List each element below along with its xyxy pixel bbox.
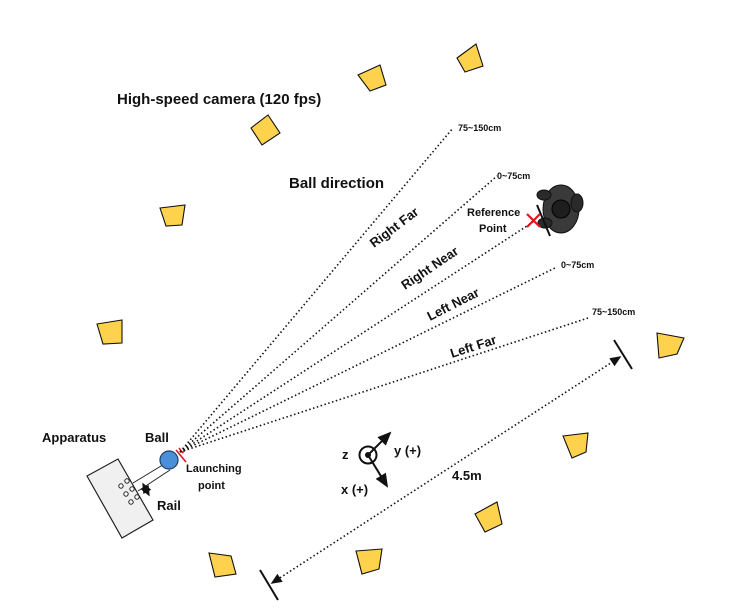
reference-point-label: Reference Point xyxy=(467,207,523,235)
ball-label: Ball xyxy=(145,430,169,445)
rail-hole xyxy=(129,486,135,492)
camera-icon xyxy=(456,43,484,73)
range-label-right-far: 75~150cm xyxy=(458,123,501,133)
camera-icon xyxy=(96,319,123,345)
camera-icon xyxy=(474,501,503,533)
rail-hole xyxy=(128,499,134,505)
camera-icon xyxy=(208,552,237,578)
rail-track xyxy=(137,469,171,492)
ray-left-far xyxy=(179,317,589,453)
reference-point-marker xyxy=(526,213,541,228)
apparatus-label: Apparatus xyxy=(42,430,106,445)
person-icon xyxy=(536,184,584,234)
camera-icon xyxy=(250,114,281,146)
rail-label: Rail xyxy=(157,498,181,513)
axes-icon xyxy=(358,431,392,488)
launching-point-label: Launching point xyxy=(186,463,245,492)
ray-left-near xyxy=(179,266,558,453)
camera-icon xyxy=(159,204,186,227)
camera-icon xyxy=(357,64,387,92)
axis-y-label: y (+) xyxy=(394,443,421,458)
reference-bar xyxy=(536,204,551,237)
range-label-right-near: 0~75cm xyxy=(497,171,530,181)
axis-x-label: x (+) xyxy=(341,482,368,497)
rail-arrow xyxy=(140,482,152,497)
ball-icon xyxy=(159,450,179,470)
distance-indicator xyxy=(259,339,633,601)
rail-hole xyxy=(123,491,129,497)
ball-direction-label: Ball direction xyxy=(289,175,384,192)
camera-icon xyxy=(562,432,589,459)
direction-label-right-near: Right Near xyxy=(398,243,461,292)
direction-label-right-far: Right Far xyxy=(367,204,422,250)
direction-rays xyxy=(179,127,589,453)
range-label-left-near: 0~75cm xyxy=(561,260,594,270)
apparatus xyxy=(86,458,171,539)
camera-icon xyxy=(355,548,383,575)
camera-label: High-speed camera (120 fps) xyxy=(117,91,321,108)
range-label-left-far: 75~150cm xyxy=(592,307,635,317)
rail-hole xyxy=(124,478,130,484)
axis-z-label: z xyxy=(342,447,349,462)
rail-hole xyxy=(134,494,140,500)
rail-hole xyxy=(118,483,124,489)
distance-label: 4.5m xyxy=(452,468,482,483)
rail-track xyxy=(132,462,167,484)
apparatus-body xyxy=(86,458,154,539)
camera-icon xyxy=(656,332,685,359)
ray-right-far xyxy=(179,127,454,453)
